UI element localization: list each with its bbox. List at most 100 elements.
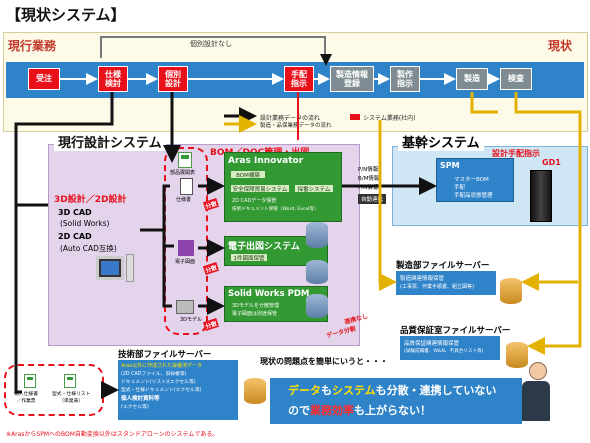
problem-line-2: ので業務効率も上がらない！: [288, 402, 431, 418]
mfg-server-sub2: (工事票、作業手順書、組立図等): [400, 284, 474, 290]
cad-2d-sub: (Auto CAD互換): [60, 244, 117, 253]
design-system-title: 現行設計システム: [54, 132, 166, 151]
spm-item-master: マスターBOM: [454, 177, 489, 183]
legend-system-label: システム業務(社内): [363, 115, 416, 122]
tech-item-4: 型式・仕様ドキュメント(エクセル等): [121, 388, 202, 393]
db-icon-aras: [306, 222, 328, 248]
problem-data: データ: [288, 384, 321, 397]
step-manufacture: 製造: [456, 68, 488, 90]
legend-flow-label: 設計業務データの流れ: [260, 115, 321, 122]
gd-code: GD1: [542, 158, 561, 167]
spreadsheet-icon-2: [24, 374, 36, 388]
tech-db-icon: [244, 378, 266, 404]
cad-3d-sub: (Solid Works): [60, 219, 110, 228]
cad-2d: 2D CAD: [58, 232, 92, 241]
mfg-db-icon: [500, 278, 522, 304]
document-icon: [180, 178, 193, 195]
spm-item-status: 手配品状態管理: [454, 193, 493, 199]
step-design: 個別 設計: [158, 66, 188, 92]
pn-info-label-2: P/N情報: [358, 185, 379, 191]
bottom-doc-label-1: 納入仕様書 ／作業票: [14, 392, 38, 404]
black-flow-left: [14, 92, 114, 380]
tech-item-1: Aras以外に作成された採番済データ: [121, 363, 203, 369]
spm-item-arrange: 手配: [454, 185, 466, 191]
qa-server-sub2: (試験成績書、W&N、不具合リスト等): [404, 349, 484, 354]
e-drawing-title: 電子出図システム: [228, 242, 300, 252]
step-arrange: 手配 指示: [284, 66, 314, 92]
yellow-flow-qa: [514, 92, 582, 355]
tech-item-2: (2D CADファイル、旧採番等): [121, 372, 187, 377]
db-icon-drawing: [306, 260, 328, 284]
black-flow-cad-model: [162, 246, 172, 308]
auto-link-badge: 自動連携: [358, 194, 387, 204]
problem-node: ので: [288, 404, 310, 417]
mfg-server-title: 製造部ファイルサーバー: [396, 261, 490, 271]
doc-label-parts: 部品展開表: [170, 170, 196, 176]
model-icon: [176, 300, 194, 314]
e-drawing-sub: 1件図面保管: [230, 253, 268, 262]
tech-server-box: [118, 360, 238, 420]
problem-efficiency: 業務効率: [310, 404, 354, 417]
aras-title: Aras Innovator: [228, 156, 304, 166]
aras-item-numbering: 採番システム: [294, 184, 334, 193]
core-system-title: 基幹システム: [398, 132, 484, 151]
server-rack-icon: [530, 170, 552, 222]
mfg-server-sub1: 製造関連情報保管: [400, 276, 445, 282]
doc-label-spec: 仕様書: [176, 197, 192, 203]
gd-label: 設計手配指示: [492, 149, 540, 158]
mfg-server-box: [396, 271, 496, 295]
step-instruct: 製作 指示: [390, 66, 420, 92]
tech-item-6: (エクセル等): [121, 405, 149, 410]
problem-no-rise: も上がらない！: [354, 404, 431, 417]
problem-intro: 現状の問題点を簡単にいうと・・・: [260, 357, 388, 366]
problem-box: [270, 378, 522, 424]
black-flow-cad-drawing: [162, 230, 174, 248]
step-order: 受注: [28, 68, 60, 90]
step-spec: 仕様 検討: [98, 66, 128, 92]
yellow-flow-left: [378, 120, 397, 291]
sw-pdm-title: Solid Works PDM: [228, 289, 310, 299]
doc-label-drawing: 電子図面: [175, 259, 196, 265]
spm-title: SPM: [440, 161, 460, 170]
bm-info-label: B/M情報: [358, 176, 380, 182]
spreadsheet-icon-3: [64, 374, 76, 388]
problem-dispersed: も分散・連携していない: [375, 384, 497, 397]
legend-red-swatch: [350, 114, 360, 120]
sw-pdm-sub1: 3Dモデルを分散管理: [232, 303, 280, 309]
person-icon: [522, 362, 552, 422]
skip-loop: [100, 36, 326, 58]
tech-item-3: ドキュメント(リスト)(エクセル等): [121, 380, 196, 385]
yellow-flow-mfg: [470, 92, 498, 114]
doc-label-model: 3Dモデル: [180, 317, 203, 323]
problem-mo-1: も: [321, 384, 332, 397]
problem-line-1: データもシステムも分散・連携していない: [288, 382, 496, 398]
drawing-icon: [178, 240, 194, 256]
aras-item-docs: 技術ドキュメント保管（Word, Excel等）: [232, 207, 319, 212]
problem-system: システム: [332, 384, 376, 397]
pc-tower: [126, 254, 134, 282]
qa-server-title: 品質保証室ファイルサーバー: [400, 326, 511, 336]
qa-server-box: [400, 336, 500, 360]
pc-icon: [96, 256, 124, 280]
bottom-doc-label-2: 型式・仕様リスト （単発表）: [52, 392, 91, 404]
footnote: ※ArasからSPMへのBOM自動変換以外はスタンドアローンのシステムである。: [6, 431, 219, 438]
black-flow-bottom: [14, 380, 22, 394]
tech-server-title: 技術部ファイルサーバー: [118, 350, 212, 360]
black-flow-cad-doc: [140, 184, 170, 232]
page-title: 【現状システム】: [6, 6, 126, 24]
db-icon-pdm: [306, 294, 328, 318]
qa-server-sub1: 品質保証関連情報保管: [404, 341, 460, 347]
aras-item-bom: BOM構築: [230, 170, 266, 179]
pn-info-label: P/N情報: [358, 167, 379, 173]
cad-title: 3D設計／2D設計: [54, 195, 127, 205]
sw-pdm-sub2: 電子図面は別途保管: [232, 311, 278, 317]
step-inspect: 検査: [500, 68, 532, 90]
tech-item-5: 個人検討資料等: [121, 396, 160, 402]
skip-label: 個別設計なし: [190, 40, 232, 48]
flow-right-label: 現状: [548, 39, 573, 53]
step-register: 製造情報 登録: [330, 66, 374, 92]
cad-3d: 3D CAD: [58, 208, 92, 217]
qa-db-icon: [506, 342, 528, 368]
aras-item-cad: 2D CADデータ保管: [232, 198, 277, 204]
